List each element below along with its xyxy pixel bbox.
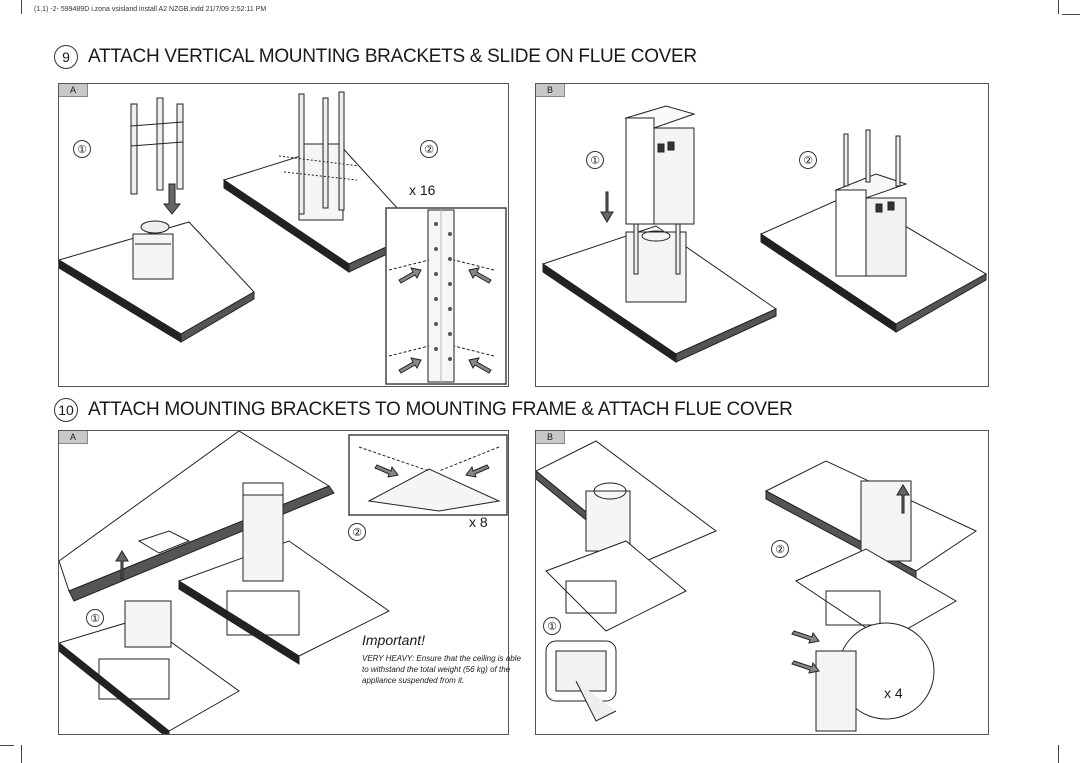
subfigure-2-marker: ② bbox=[420, 140, 438, 158]
step-10a-illustration bbox=[59, 431, 508, 734]
step-9a-illustration bbox=[59, 91, 507, 385]
crop-mark-bottom-left bbox=[21, 745, 22, 763]
screw-count: x 16 bbox=[409, 182, 436, 198]
panel-b-tag: B bbox=[536, 84, 565, 97]
step-9b-illustration bbox=[541, 105, 988, 363]
step-10-panel-a: A ① ② x 8 bbox=[58, 430, 509, 735]
subfigure-1-marker: ① bbox=[86, 609, 104, 627]
subfigure-2-marker: ② bbox=[771, 540, 789, 558]
crop-mark-right-h bbox=[1062, 14, 1080, 15]
crop-mark-top-left bbox=[21, 0, 22, 14]
step-10-title: ATTACH MOUNTING BRACKETS TO MOUNTING FRA… bbox=[88, 399, 793, 420]
crop-mark-bottom-right bbox=[1058, 745, 1059, 763]
crop-mark-left-h bbox=[0, 745, 14, 746]
step-9-panel-b: B ① ② bbox=[535, 83, 989, 387]
step-10b-illustration bbox=[536, 440, 978, 732]
step-9-panel-a: A bbox=[58, 83, 509, 387]
subfigure-2-marker: ② bbox=[348, 523, 366, 541]
step-10-number: 10 bbox=[54, 398, 78, 422]
crop-mark-top-right bbox=[1058, 0, 1059, 14]
subfigure-1-marker: ① bbox=[543, 617, 561, 635]
panel-b-tag: B bbox=[536, 431, 565, 444]
subfigure-1-marker: ① bbox=[73, 140, 91, 158]
important-text: VERY HEAVY: Ensure that the ceiling is a… bbox=[362, 654, 521, 685]
subfigure-1-marker: ① bbox=[586, 151, 604, 169]
step-9-heading: 9 ATTACH VERTICAL MOUNTING BRACKETS & SL… bbox=[54, 45, 697, 69]
screw-count: x 8 bbox=[469, 514, 488, 530]
important-note: Important! VERY HEAVY: Ensure that the c… bbox=[362, 632, 522, 686]
step-10-heading: 10 ATTACH MOUNTING BRACKETS TO MOUNTING … bbox=[54, 398, 793, 422]
step-9-number: 9 bbox=[54, 45, 78, 69]
subfigure-2-marker: ② bbox=[799, 151, 817, 169]
panel-a-tag: A bbox=[59, 84, 88, 97]
step-9-title: ATTACH VERTICAL MOUNTING BRACKETS & SLID… bbox=[88, 46, 697, 67]
important-title: Important! bbox=[362, 632, 426, 648]
panel-a-tag: A bbox=[59, 431, 88, 444]
screw-count: x 4 bbox=[884, 685, 903, 701]
step-10-panel-b: B ① ② x 4 bbox=[535, 430, 989, 735]
file-metadata: (1,1) -2- 599489D i.zona vsisland instal… bbox=[34, 6, 267, 13]
